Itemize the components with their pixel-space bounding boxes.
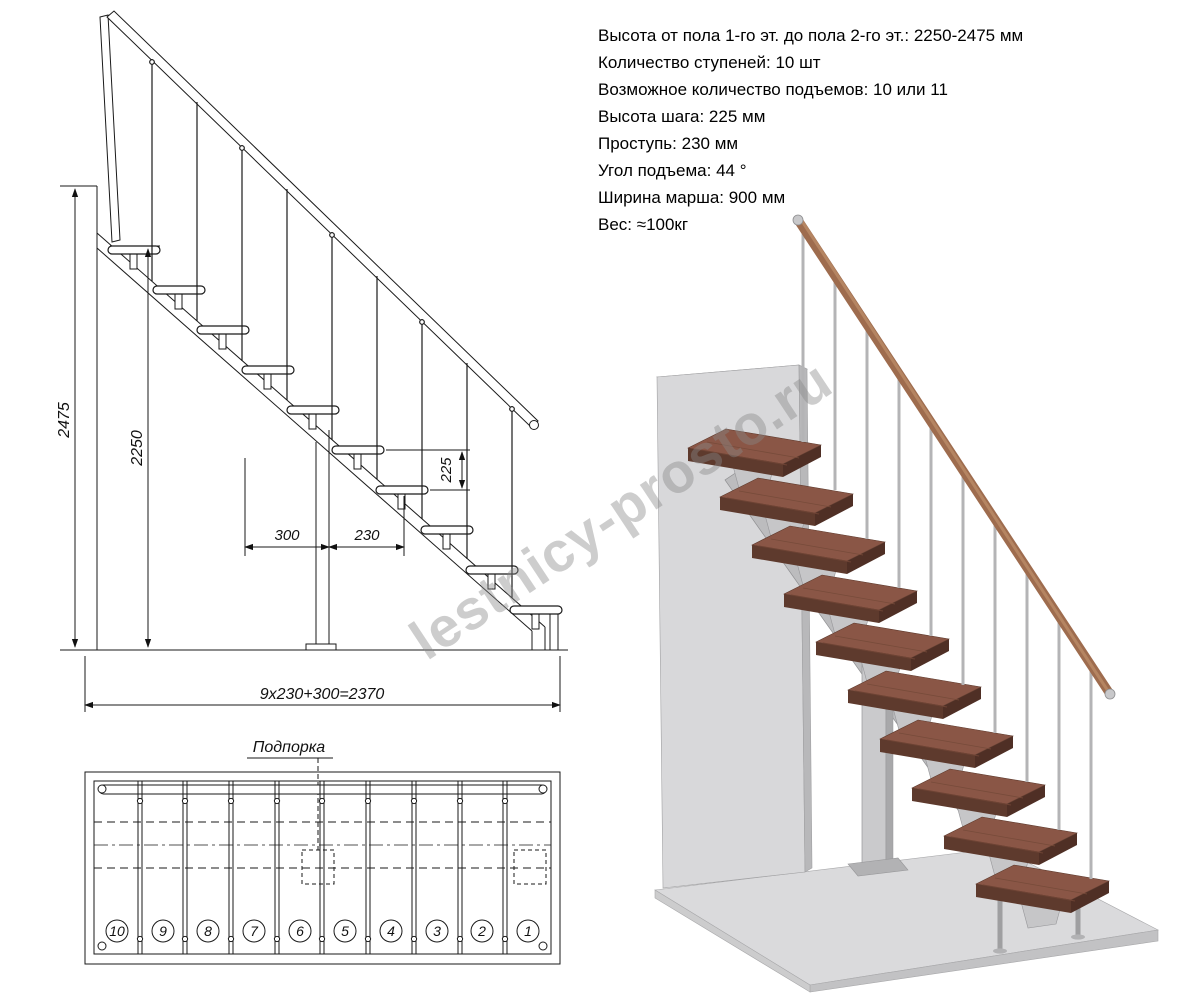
support-outline-dashed — [513, 849, 547, 885]
spec-step-count: Количество ступеней: 10 шт — [598, 53, 821, 72]
spec-tread-depth: Проступь: 230 мм — [598, 134, 739, 153]
plan-step-numbers: 10 9 8 7 6 5 4 3 2 1 — [105, 919, 540, 943]
handrail-end-cap — [529, 420, 539, 430]
tread — [465, 565, 519, 575]
svg-text:9: 9 — [159, 923, 167, 939]
rail-post — [99, 14, 121, 243]
svg-text:2250: 2250 — [129, 430, 146, 467]
stringer-bottom-line — [96, 247, 533, 632]
svg-text:10: 10 — [109, 923, 125, 939]
dimension-flight-height: 2250 — [110, 245, 160, 648]
tread — [196, 325, 250, 335]
specifications-block: Высота от пола 1-го эт. до пола 2-го эт.… — [598, 22, 1178, 238]
balusters-3d — [801, 227, 1093, 879]
svg-text:2: 2 — [477, 923, 486, 939]
start-post — [549, 613, 559, 651]
plan-view-drawing: Подпорка — [84, 739, 561, 965]
spec-flight-width: Ширина марша: 900 мм — [598, 188, 786, 207]
svg-text:5: 5 — [341, 923, 349, 939]
support-outline-dashed — [301, 849, 335, 885]
svg-text:8: 8 — [204, 923, 212, 939]
spec-angle: Угол подъема: 44 ° — [598, 161, 747, 180]
dimension-total-height: 2475 — [56, 188, 79, 648]
spec-step-height: Высота шага: 225 мм — [598, 107, 766, 126]
spec-total-height: Высота от пола 1-го эт. до пола 2-го эт.… — [598, 26, 1024, 45]
svg-text:230: 230 — [353, 527, 380, 544]
balusters-side-view — [149, 59, 515, 598]
plan-handrail — [98, 784, 547, 795]
handrail-side — [106, 10, 539, 428]
handrail-3d — [792, 214, 1116, 700]
svg-text:300: 300 — [274, 527, 300, 544]
plan-outer-frame — [84, 771, 561, 965]
dimension-rise: 225 — [386, 449, 470, 491]
svg-text:2475: 2475 — [56, 402, 73, 439]
svg-text:225: 225 — [438, 457, 455, 484]
tread — [331, 445, 385, 455]
svg-text:1: 1 — [524, 923, 532, 939]
svg-text:3: 3 — [433, 923, 441, 939]
central-support-post — [305, 430, 337, 651]
svg-text:9x230+300=2370: 9x230+300=2370 — [260, 686, 385, 703]
dimension-support-offset: 300 230 — [244, 458, 405, 556]
tread — [375, 485, 429, 495]
svg-text:4: 4 — [387, 923, 395, 939]
svg-text:7: 7 — [250, 923, 259, 939]
dimension-total-run: 9x230+300=2370 — [84, 656, 561, 712]
svg-text:6: 6 — [296, 923, 304, 939]
plan-bolts — [136, 797, 509, 943]
tread — [509, 605, 563, 615]
side-view-drawing: 2475 2250 225 300 230 — [56, 10, 568, 712]
tread — [241, 365, 295, 375]
render-3d — [654, 214, 1159, 993]
support-label: Подпорка — [253, 739, 325, 756]
tread — [420, 525, 474, 535]
spec-weight: Вес: ≈100кг — [598, 215, 689, 234]
corner-screws — [97, 784, 548, 951]
stringer-top-line — [96, 232, 546, 628]
tread — [286, 405, 340, 415]
spec-rise-count: Возможное количество подъемов: 10 или 11 — [598, 80, 948, 99]
plan-hidden-lines — [94, 821, 551, 869]
